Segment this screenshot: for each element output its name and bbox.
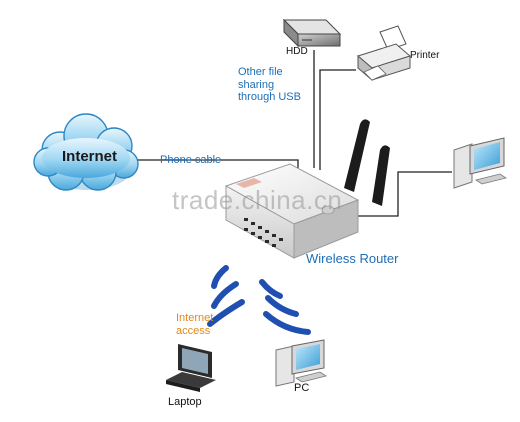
internet-access-line: access — [176, 324, 211, 337]
watermark-text: trade.china.cn — [172, 185, 343, 215]
desktop-pc-icon — [275, 339, 327, 387]
internet-access-label: Internet access — [176, 312, 213, 337]
phone-cable-line — [128, 159, 299, 168]
desktop-pc-icon — [453, 137, 507, 189]
usb-sharing-line: through USB — [238, 91, 301, 104]
internet-label: Internet — [62, 148, 118, 165]
usb-sharing-label: Other file sharing through USB — [238, 66, 301, 104]
printer-usb-line — [319, 69, 356, 170]
laptop-label: Laptop — [168, 396, 202, 408]
connection-lines — [128, 50, 452, 217]
wifi-wave-icon — [207, 265, 311, 335]
printer-label: Printer — [410, 50, 440, 61]
cloud-icon — [33, 113, 139, 191]
hdd-icon — [282, 18, 342, 48]
usb-sharing-line: Other file — [238, 66, 283, 78]
pc-label: PC — [294, 382, 310, 394]
internet-access-line: Internet — [176, 312, 214, 324]
router-icon — [224, 163, 360, 259]
router-label: Wireless Router — [306, 251, 399, 266]
pc-ethernet-line — [356, 171, 452, 217]
laptop-icon — [166, 344, 216, 392]
usb-sharing-line: sharing — [238, 78, 275, 91]
hdd-label: HDD — [286, 46, 308, 57]
antenna-icon — [344, 119, 390, 206]
printer-icon — [356, 25, 412, 82]
phone-cable-label: Phone cable — [160, 154, 222, 166]
